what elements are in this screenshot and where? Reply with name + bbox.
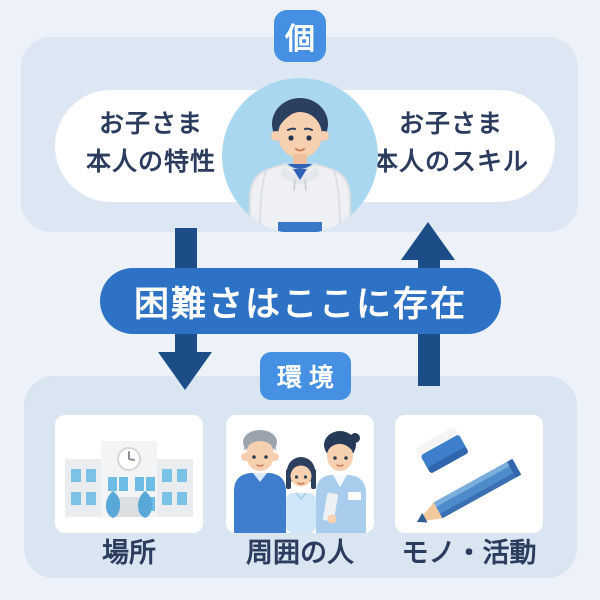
label-people: 周囲の人	[246, 538, 354, 568]
right-label-line1: お子さま	[398, 110, 503, 138]
difficulty-banner: 困難さはここに存在	[100, 268, 501, 334]
label-place: 場所	[102, 538, 156, 568]
difficulty-banner-text: 困難さはここに存在	[133, 284, 467, 324]
environment-badge: 環境	[260, 352, 351, 400]
card-place	[55, 415, 203, 533]
pencil-eraser-icon	[417, 427, 522, 523]
child-avatar	[222, 78, 378, 232]
card-people	[226, 415, 374, 533]
school-icon	[65, 441, 193, 518]
left-label-line2: 本人の特性	[85, 148, 216, 176]
left-label: お子さま 本人の特性	[51, 105, 251, 181]
label-things: モノ・活動	[401, 538, 537, 568]
right-label-line2: 本人のスキル	[372, 148, 529, 176]
individual-section: お子さま 本人の特性 お子さま 本人のスキル	[21, 37, 578, 232]
card-things	[395, 415, 543, 533]
surrounding-people-icon	[234, 430, 366, 533]
environment-section: 場所 周囲の人 モノ・活動	[24, 376, 577, 578]
left-label-line1: お子さま	[98, 110, 203, 138]
individual-badge: 個	[274, 10, 326, 62]
child-illustration-icon	[249, 98, 351, 232]
right-label: お子さま 本人のスキル	[351, 105, 551, 181]
